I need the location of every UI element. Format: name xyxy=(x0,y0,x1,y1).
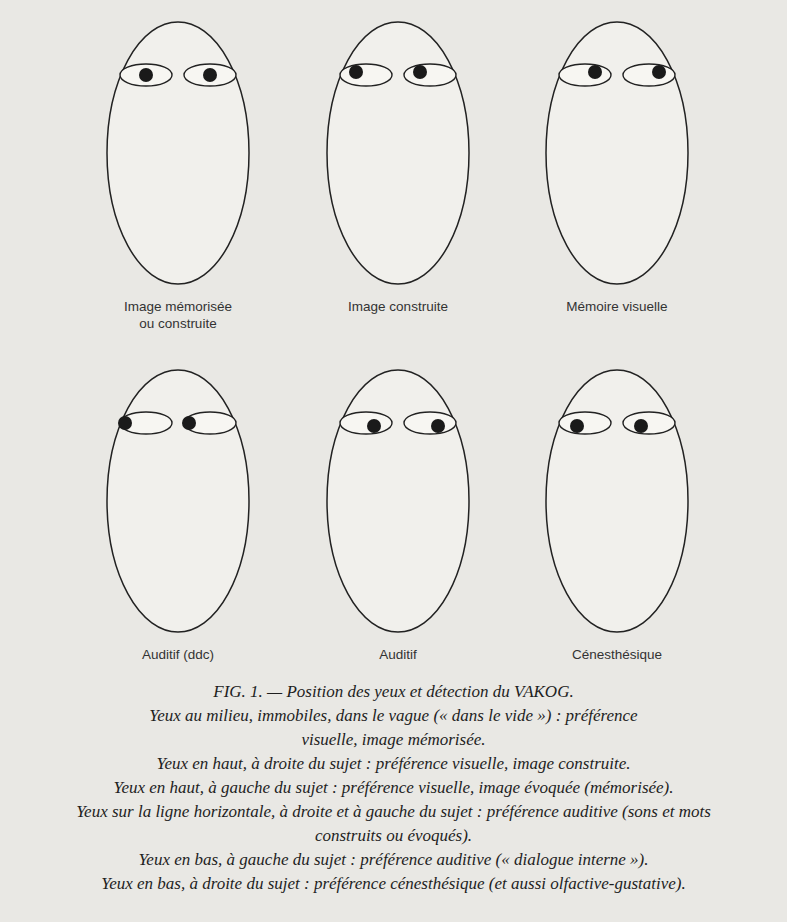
eye-pupil xyxy=(570,419,584,433)
caption-note: Yeux en bas, à gauche du sujet : préfére… xyxy=(14,848,774,872)
eye-outline xyxy=(559,64,611,86)
eye-pupil xyxy=(349,65,363,79)
face-oval xyxy=(107,22,249,284)
face-caption: Mémoire visuelle xyxy=(537,298,697,315)
face-oval xyxy=(327,22,469,284)
face-caption: Image construite xyxy=(318,298,478,315)
face-oval xyxy=(327,370,469,632)
eye-pupil xyxy=(182,416,196,430)
face-node: Image mémorisée ou construite xyxy=(93,20,263,332)
caption-note: Yeux en bas, à droite du sujet : préfére… xyxy=(14,872,774,896)
face-caption: Cénesthésique xyxy=(537,646,697,663)
eye-outline xyxy=(404,412,456,434)
caption-note: Yeux au milieu, immobiles, dans le vague… xyxy=(144,704,644,752)
face-node: Cénesthésique xyxy=(532,368,702,663)
face-caption: Auditif (ddc) xyxy=(98,646,258,663)
eye-outline xyxy=(120,64,172,86)
eye-pupil xyxy=(588,65,602,79)
eye-outline xyxy=(623,64,675,86)
eye-pupil xyxy=(139,68,153,82)
eye-pupil xyxy=(118,416,132,430)
face-outline xyxy=(93,20,263,286)
eye-pupil xyxy=(367,419,381,433)
eye-outline xyxy=(184,64,236,86)
eye-outline xyxy=(340,412,392,434)
face-node: Image construite xyxy=(313,20,483,315)
face-node: Auditif xyxy=(313,368,483,663)
eye-pupil xyxy=(652,65,666,79)
face-oval xyxy=(546,370,688,632)
eye-outline xyxy=(404,64,456,86)
eye-outline xyxy=(559,412,611,434)
face-outline xyxy=(532,20,702,286)
face-oval xyxy=(546,22,688,284)
eye-pupil xyxy=(203,68,217,82)
caption-note: Yeux en haut, à droite du sujet : préfér… xyxy=(14,752,774,776)
face-caption: Auditif xyxy=(318,646,478,663)
figure-caption: FIG. 1. — Position des yeux et détection… xyxy=(14,680,774,704)
face-node: Auditif (ddc) xyxy=(93,368,263,663)
eye-outline xyxy=(340,64,392,86)
face-outline xyxy=(313,20,483,286)
eye-pupil xyxy=(413,65,427,79)
face-oval xyxy=(107,370,249,632)
eye-pupil xyxy=(431,419,445,433)
eye-outline xyxy=(623,412,675,434)
face-node: Mémoire visuelle xyxy=(532,20,702,315)
face-outline xyxy=(532,368,702,634)
figure-caption-block: FIG. 1. — Position des yeux et détection… xyxy=(0,680,787,896)
face-outline xyxy=(93,368,263,634)
caption-note: Yeux sur la ligne horizontale, à droite … xyxy=(74,800,714,848)
face-outline xyxy=(313,368,483,634)
eye-pupil xyxy=(634,419,648,433)
face-caption: Image mémorisée ou construite xyxy=(118,298,238,332)
caption-note: Yeux en haut, à gauche du sujet : préfér… xyxy=(14,776,774,800)
